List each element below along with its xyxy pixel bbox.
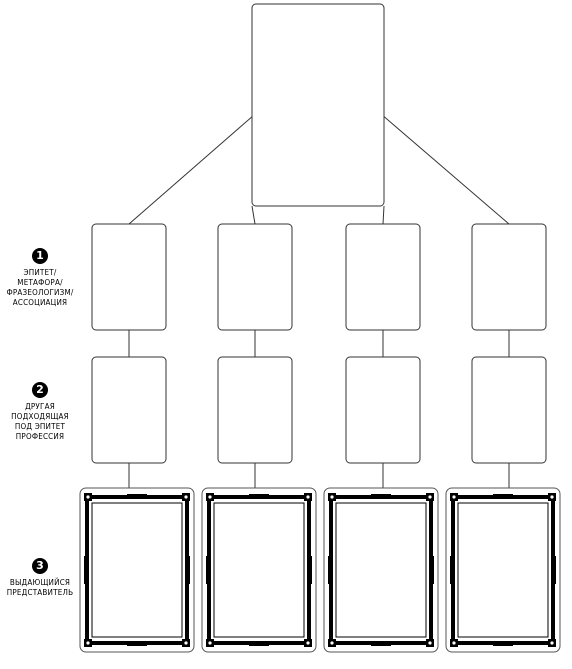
left-ornament <box>206 556 209 584</box>
boxes <box>91 3 547 464</box>
row2-box-4 <box>471 356 547 464</box>
row1-box-3 <box>345 223 421 331</box>
portrait-frame-2 <box>201 487 317 653</box>
top-ornament <box>371 494 391 497</box>
row-label-3: 3 ВЫДАЮЩИЙСЯ ПРЕДСТАВИТЕЛЬ <box>0 558 80 598</box>
row-label-text: ЭПИТЕТ/ МЕТАФОРА/ ФРАЗЕОЛОГИЗМ/ АССОЦИАЦ… <box>6 268 74 307</box>
frame-inner-line <box>91 502 183 638</box>
corner-ornament-dot <box>184 641 188 645</box>
row-label-1: 1 ЭПИТЕТ/ МЕТАФОРА/ ФРАЗЕОЛОГИЗМ/ АССОЦИ… <box>0 248 80 308</box>
row-label-2: 2 ДРУГАЯ ПОДХОДЯЩАЯ ПОД ЭПИТЕТ ПРОФЕССИЯ <box>0 382 80 442</box>
bottom-ornament <box>127 643 147 646</box>
row-label-text: ДРУГАЯ ПОДХОДЯЩАЯ ПОД ЭПИТЕТ ПРОФЕССИЯ <box>11 402 69 441</box>
corner-ornament-dot <box>306 641 310 645</box>
right-ornament <box>309 556 312 584</box>
branch-line-2 <box>251 205 256 225</box>
left-ornament <box>84 556 87 584</box>
branch-line-3 <box>382 205 385 225</box>
row1-box-4 <box>471 223 547 331</box>
row-number-badge: 3 <box>32 558 48 574</box>
frame-inner-line <box>335 502 427 638</box>
row2-box-2 <box>217 356 293 464</box>
right-ornament <box>431 556 434 584</box>
corner-ornament-dot <box>428 495 432 499</box>
corner-ornament-dot <box>330 495 334 499</box>
frame-inner-line <box>213 502 305 638</box>
corner-ornament-dot <box>306 495 310 499</box>
branch-line-4 <box>373 107 510 225</box>
top-ornament <box>249 494 269 497</box>
frame-outline <box>201 487 317 653</box>
corner-ornament-dot <box>428 641 432 645</box>
corner-ornament-dot <box>330 641 334 645</box>
corner-ornament-dot <box>86 495 90 499</box>
corner-ornament-dot <box>184 495 188 499</box>
row1-box-2 <box>217 223 293 331</box>
corner-ornament-dot <box>208 641 212 645</box>
left-ornament <box>328 556 331 584</box>
bottom-ornament <box>371 643 391 646</box>
bottom-ornament <box>249 643 269 646</box>
bottom-ornament <box>493 643 513 646</box>
corner-ornament-dot <box>550 495 554 499</box>
row1-box-1 <box>91 223 167 331</box>
portrait-frame-4 <box>445 487 561 653</box>
top-box <box>251 3 385 207</box>
corner-ornament-dot <box>86 641 90 645</box>
right-ornament <box>187 556 190 584</box>
frame-outline <box>79 487 195 653</box>
branch-line-1 <box>128 107 263 225</box>
row2-box-1 <box>91 356 167 464</box>
connector-lines <box>128 107 510 490</box>
portrait-frame-3 <box>323 487 439 653</box>
top-ornament <box>127 494 147 497</box>
corner-ornament-dot <box>452 641 456 645</box>
left-ornament <box>450 556 453 584</box>
frame-outline <box>445 487 561 653</box>
row2-box-3 <box>345 356 421 464</box>
portrait-frame-1 <box>79 487 195 653</box>
top-ornament <box>493 494 513 497</box>
frame-outline <box>323 487 439 653</box>
corner-ornament-dot <box>208 495 212 499</box>
right-ornament <box>553 556 556 584</box>
corner-ornament-dot <box>550 641 554 645</box>
frame-inner-line <box>457 502 549 638</box>
row-label-text: ВЫДАЮЩИЙСЯ ПРЕДСТАВИТЕЛЬ <box>6 578 74 597</box>
row-number-badge: 2 <box>32 382 48 398</box>
corner-ornament-dot <box>452 495 456 499</box>
portrait-frames <box>79 487 561 653</box>
row-number-badge: 1 <box>32 248 48 264</box>
